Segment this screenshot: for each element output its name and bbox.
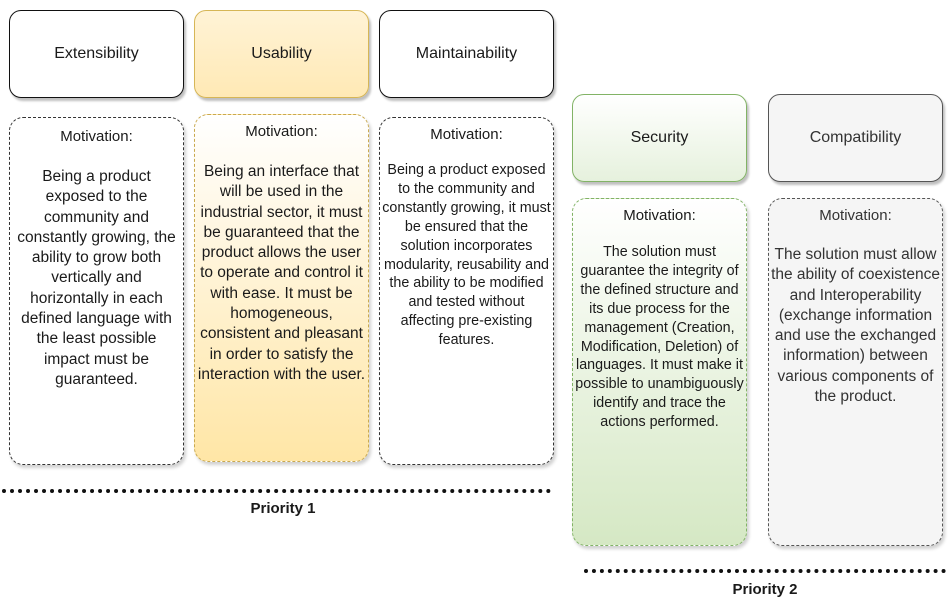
priority-2-divider — [584, 569, 946, 573]
compatibility-title: Compatibility — [809, 129, 902, 146]
maintainability-motivation-text: Being a product exposed to the community… — [382, 162, 551, 349]
security-motivation-box: Motivation: The solution must guarantee … — [572, 198, 747, 546]
maintainability-title-box: Maintainability — [379, 10, 554, 98]
usability-motivation-text: Being an interface that will be used in … — [197, 163, 366, 383]
security-title: Security — [630, 129, 689, 146]
usability-motivation-box: Motivation: Being an interface that will… — [194, 114, 369, 462]
extensibility-motivation-box: Motivation: Being a product exposed to t… — [9, 117, 184, 465]
compatibility-title-box: Compatibility — [768, 94, 943, 182]
extensibility-title: Extensibility — [54, 45, 139, 62]
usability-title-box: Usability — [194, 10, 369, 98]
compatibility-motivation-box: Motivation: The solution must allow the … — [768, 198, 943, 546]
priority-1-divider — [2, 489, 551, 493]
extensibility-title-box: Extensibility — [9, 10, 184, 98]
security-motivation-label: Motivation: — [623, 207, 696, 224]
extensibility-motivation-label: Motivation: — [60, 128, 133, 145]
compatibility-motivation-label: Motivation: — [819, 207, 892, 224]
maintainability-title: Maintainability — [415, 45, 518, 62]
priority-2-label: Priority 2 — [732, 581, 798, 598]
maintainability-motivation-label: Motivation: — [430, 126, 503, 143]
security-title-box: Security — [572, 94, 747, 182]
priority-1-label: Priority 1 — [250, 500, 316, 517]
compatibility-motivation-text: The solution must allow the ability of c… — [771, 246, 940, 406]
usability-motivation-label: Motivation: — [245, 123, 318, 140]
security-motivation-text: The solution must guarantee the integrit… — [575, 244, 744, 431]
maintainability-motivation-box: Motivation: Being a product exposed to t… — [379, 117, 554, 465]
extensibility-motivation-text: Being a product exposed to the community… — [17, 168, 176, 388]
usability-title: Usability — [251, 45, 312, 62]
